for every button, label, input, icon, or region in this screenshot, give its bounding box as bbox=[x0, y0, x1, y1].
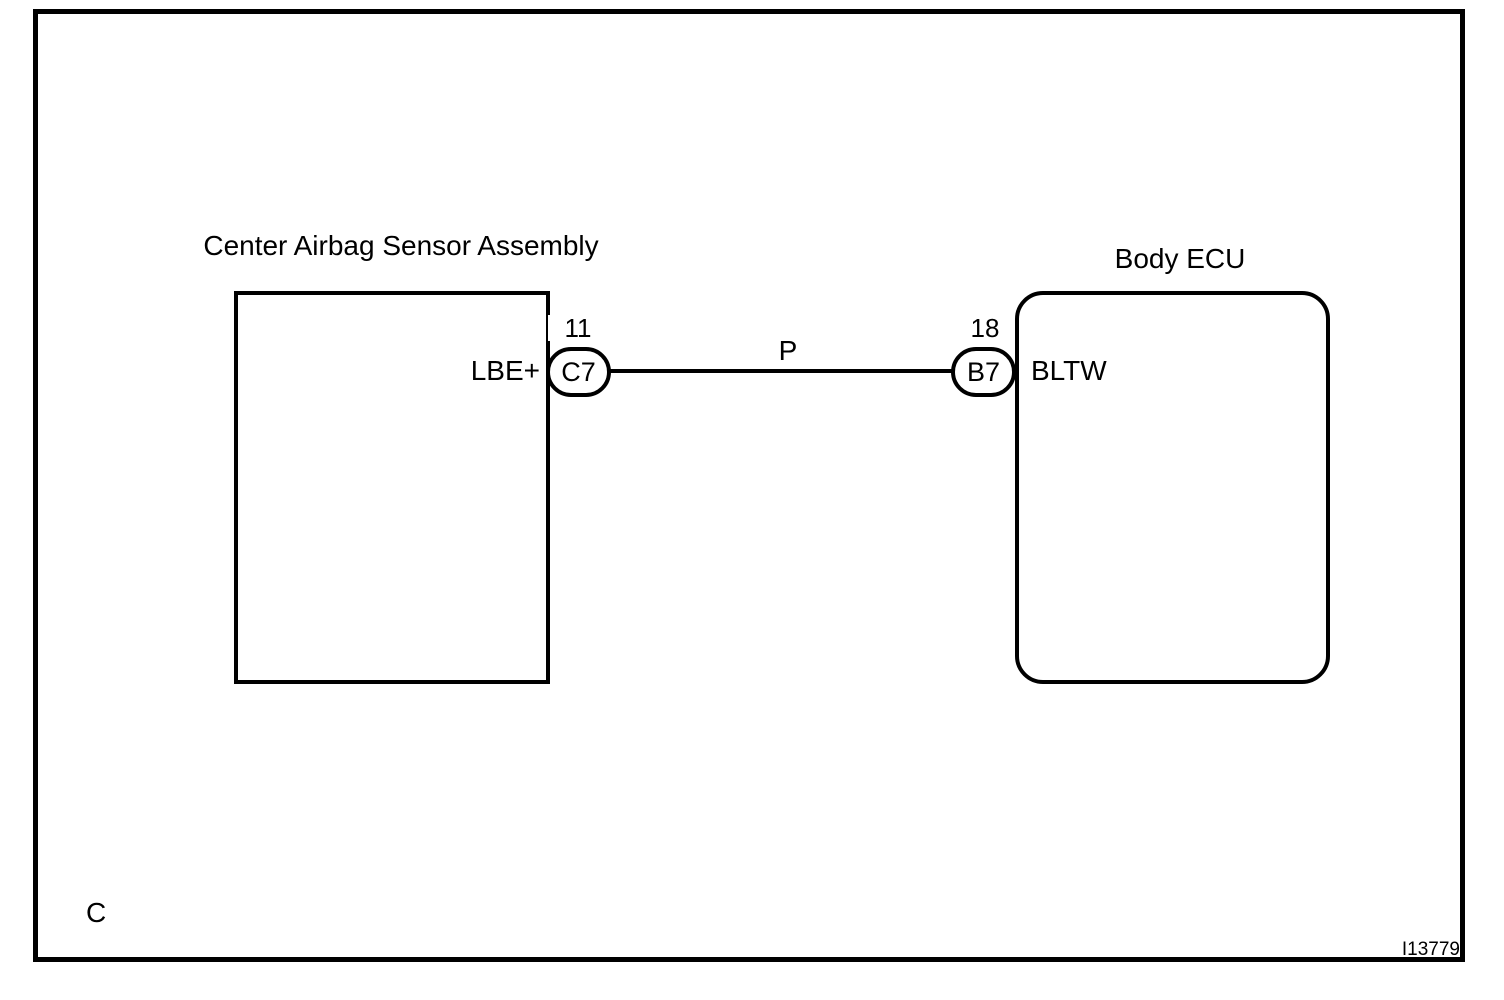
left-terminal-label: LBE+ bbox=[470, 355, 540, 386]
right-component-title: Body ECU bbox=[1114, 243, 1246, 274]
right-pin-number: 18 bbox=[955, 315, 1015, 341]
figure-id: I13779 bbox=[1401, 939, 1460, 960]
right-component-box bbox=[1015, 291, 1330, 684]
left-component-box bbox=[234, 291, 550, 684]
wire-line bbox=[605, 369, 960, 373]
left-pin-number: 11 bbox=[548, 315, 608, 341]
left-component-title: Center Airbag Sensor Assembly bbox=[203, 230, 599, 261]
left-connector-oval: C7 bbox=[546, 347, 611, 397]
right-connector-oval: B7 bbox=[951, 347, 1016, 397]
right-connector-code: B7 bbox=[966, 356, 1001, 387]
section-label: C bbox=[86, 897, 107, 928]
wire-color-label: P bbox=[778, 335, 798, 366]
right-terminal-label: BLTW bbox=[1031, 355, 1107, 386]
left-connector-code: C7 bbox=[561, 356, 596, 387]
